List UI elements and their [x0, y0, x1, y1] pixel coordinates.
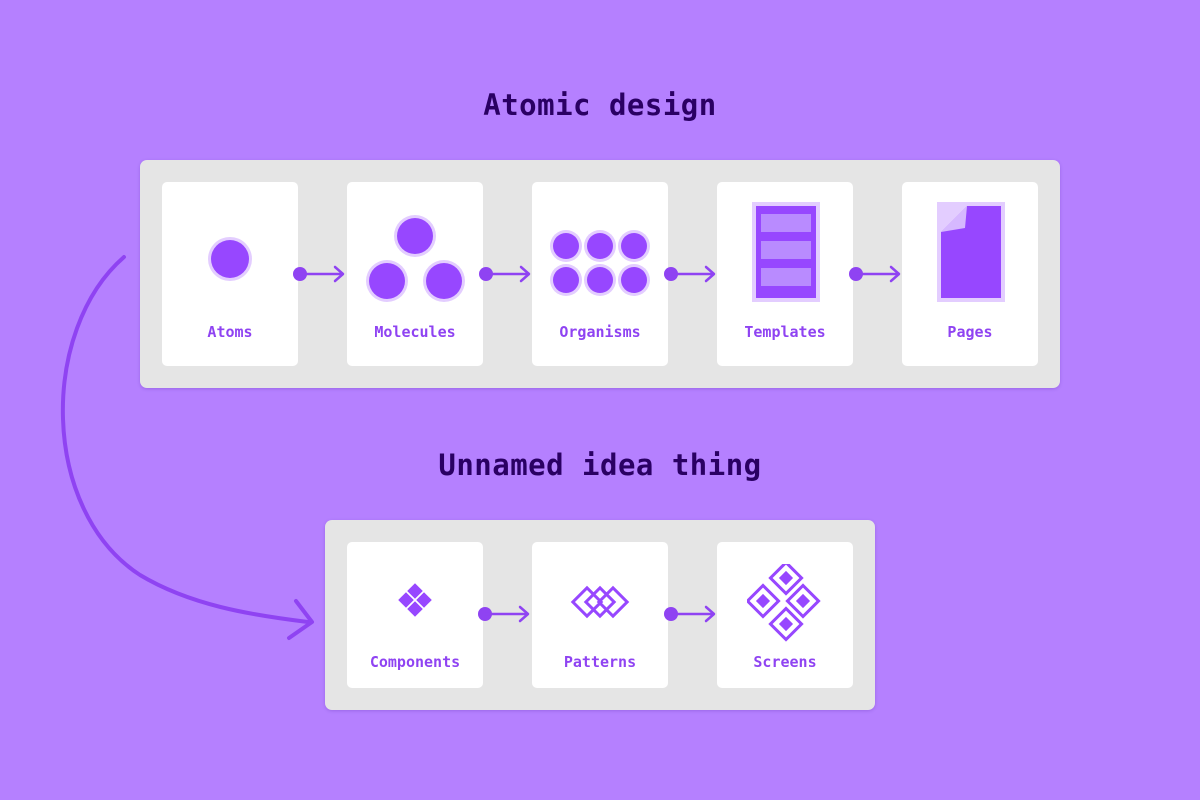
- connector-arrow-components-patterns: [478, 605, 530, 623]
- stage-card-pages: Pages: [902, 182, 1038, 366]
- diamond-cluster-icon: [398, 583, 432, 617]
- diamond-arrangement-icon: [747, 564, 821, 642]
- connector-arrow-atoms-molecules: [293, 265, 345, 283]
- stage-label-molecules: Molecules: [374, 323, 456, 341]
- stage-label-screens: Screens: [753, 653, 817, 671]
- unnamed-idea-panel: Components Patterns: [325, 520, 875, 710]
- stage-label-atoms: Atoms: [207, 323, 253, 341]
- unnamed-idea-title: Unnamed idea thing: [438, 448, 762, 482]
- stage-label-templates: Templates: [744, 323, 826, 341]
- stage-label-pages: Pages: [947, 323, 993, 341]
- atomic-design-title: Atomic design: [483, 88, 717, 122]
- stage-label-components: Components: [369, 653, 461, 671]
- stage-card-components: Components: [347, 542, 483, 688]
- circle-grid-icon: [550, 230, 650, 296]
- stage-card-atoms: Atoms: [162, 182, 298, 366]
- atomic-design-panel: Atoms Molecules Organisms: [140, 160, 1060, 388]
- stage-card-organisms: Organisms: [532, 182, 668, 366]
- stage-label-patterns: Patterns: [563, 653, 637, 671]
- stage-card-screens: Screens: [717, 542, 853, 688]
- linked-diamonds-icon: [570, 585, 630, 619]
- template-layout-icon: [752, 202, 820, 302]
- stage-card-molecules: Molecules: [347, 182, 483, 366]
- connector-arrow-patterns-screens: [664, 605, 716, 623]
- connector-arrow-molecules-organisms: [479, 265, 531, 283]
- stage-label-organisms: Organisms: [559, 323, 641, 341]
- stage-card-templates: Templates: [717, 182, 853, 366]
- single-circle-icon: [208, 237, 252, 281]
- connector-arrow-organisms-templates: [664, 265, 716, 283]
- stage-card-patterns: Patterns: [532, 542, 668, 688]
- connector-arrow-templates-pages: [849, 265, 901, 283]
- three-circles-icon: [366, 215, 465, 302]
- page-document-icon: [937, 202, 1005, 302]
